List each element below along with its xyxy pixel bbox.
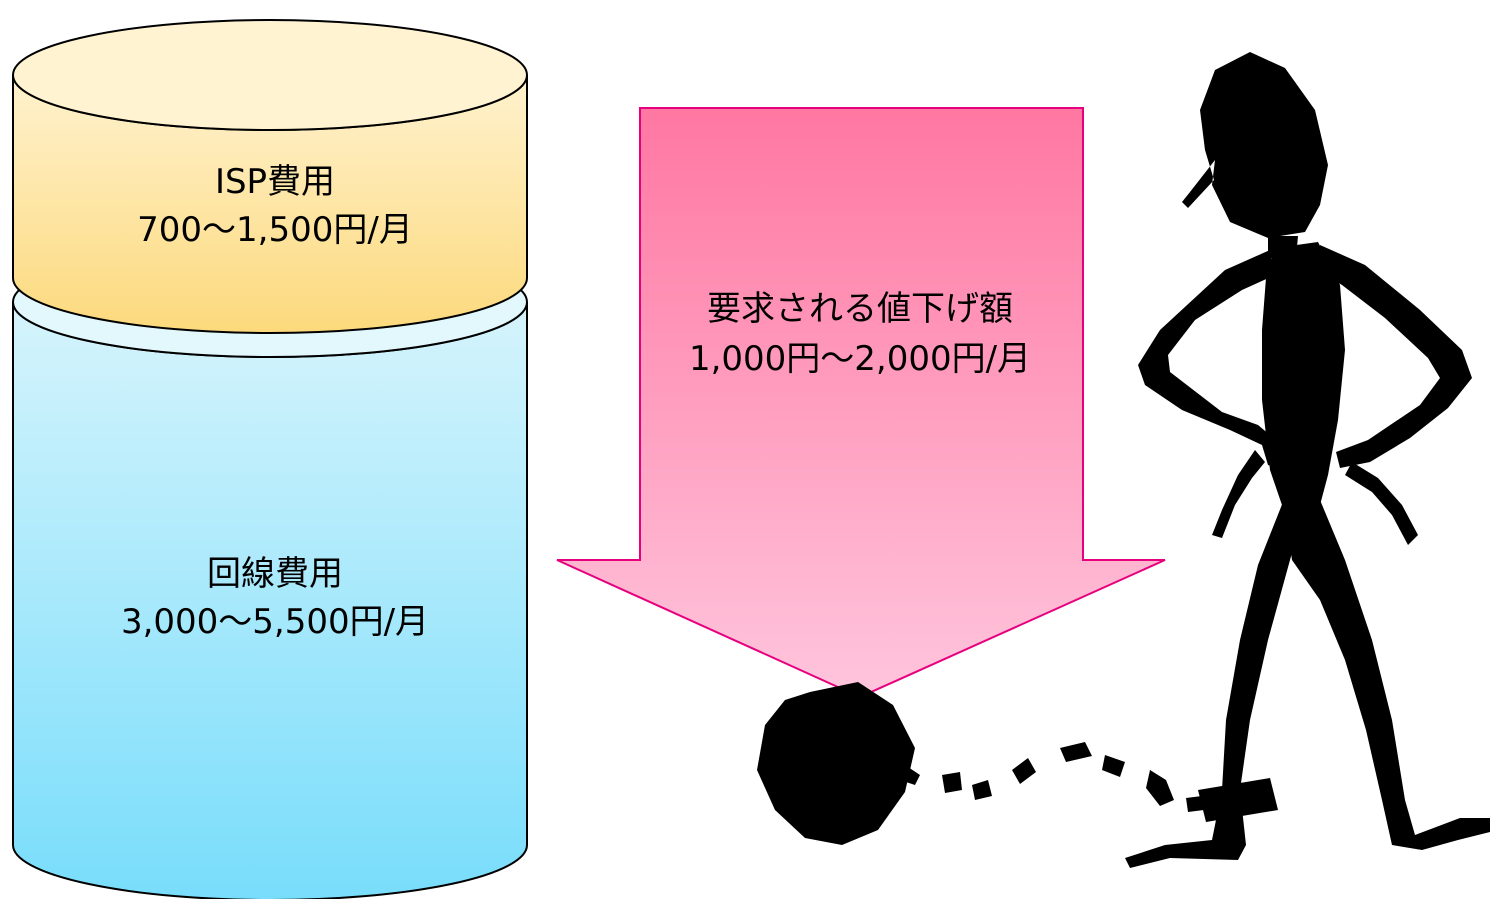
isp-cost-title: ISP費用 xyxy=(214,162,336,202)
line-cost-range: 3,000～5,500円/月 xyxy=(120,602,430,642)
isp-cost-label: ISP費用 700～1,500円/月 xyxy=(20,158,530,254)
line-cost-label: 回線費用 3,000～5,500円/月 xyxy=(20,550,530,646)
ball-and-chain-person-icon xyxy=(757,52,1490,868)
isp-cost-range: 700～1,500円/月 xyxy=(137,210,413,250)
price-cut-title: 要求される値下げ額 xyxy=(707,289,1013,329)
line-cost-title: 回線費用 xyxy=(207,554,343,594)
isp-cost-cylinder xyxy=(12,19,528,334)
price-cut-range: 1,000円～2,000円/月 xyxy=(688,339,1032,379)
price-cut-arrow xyxy=(556,107,1166,699)
price-cut-label: 要求される値下げ額 1,000円～2,000円/月 xyxy=(630,284,1090,384)
